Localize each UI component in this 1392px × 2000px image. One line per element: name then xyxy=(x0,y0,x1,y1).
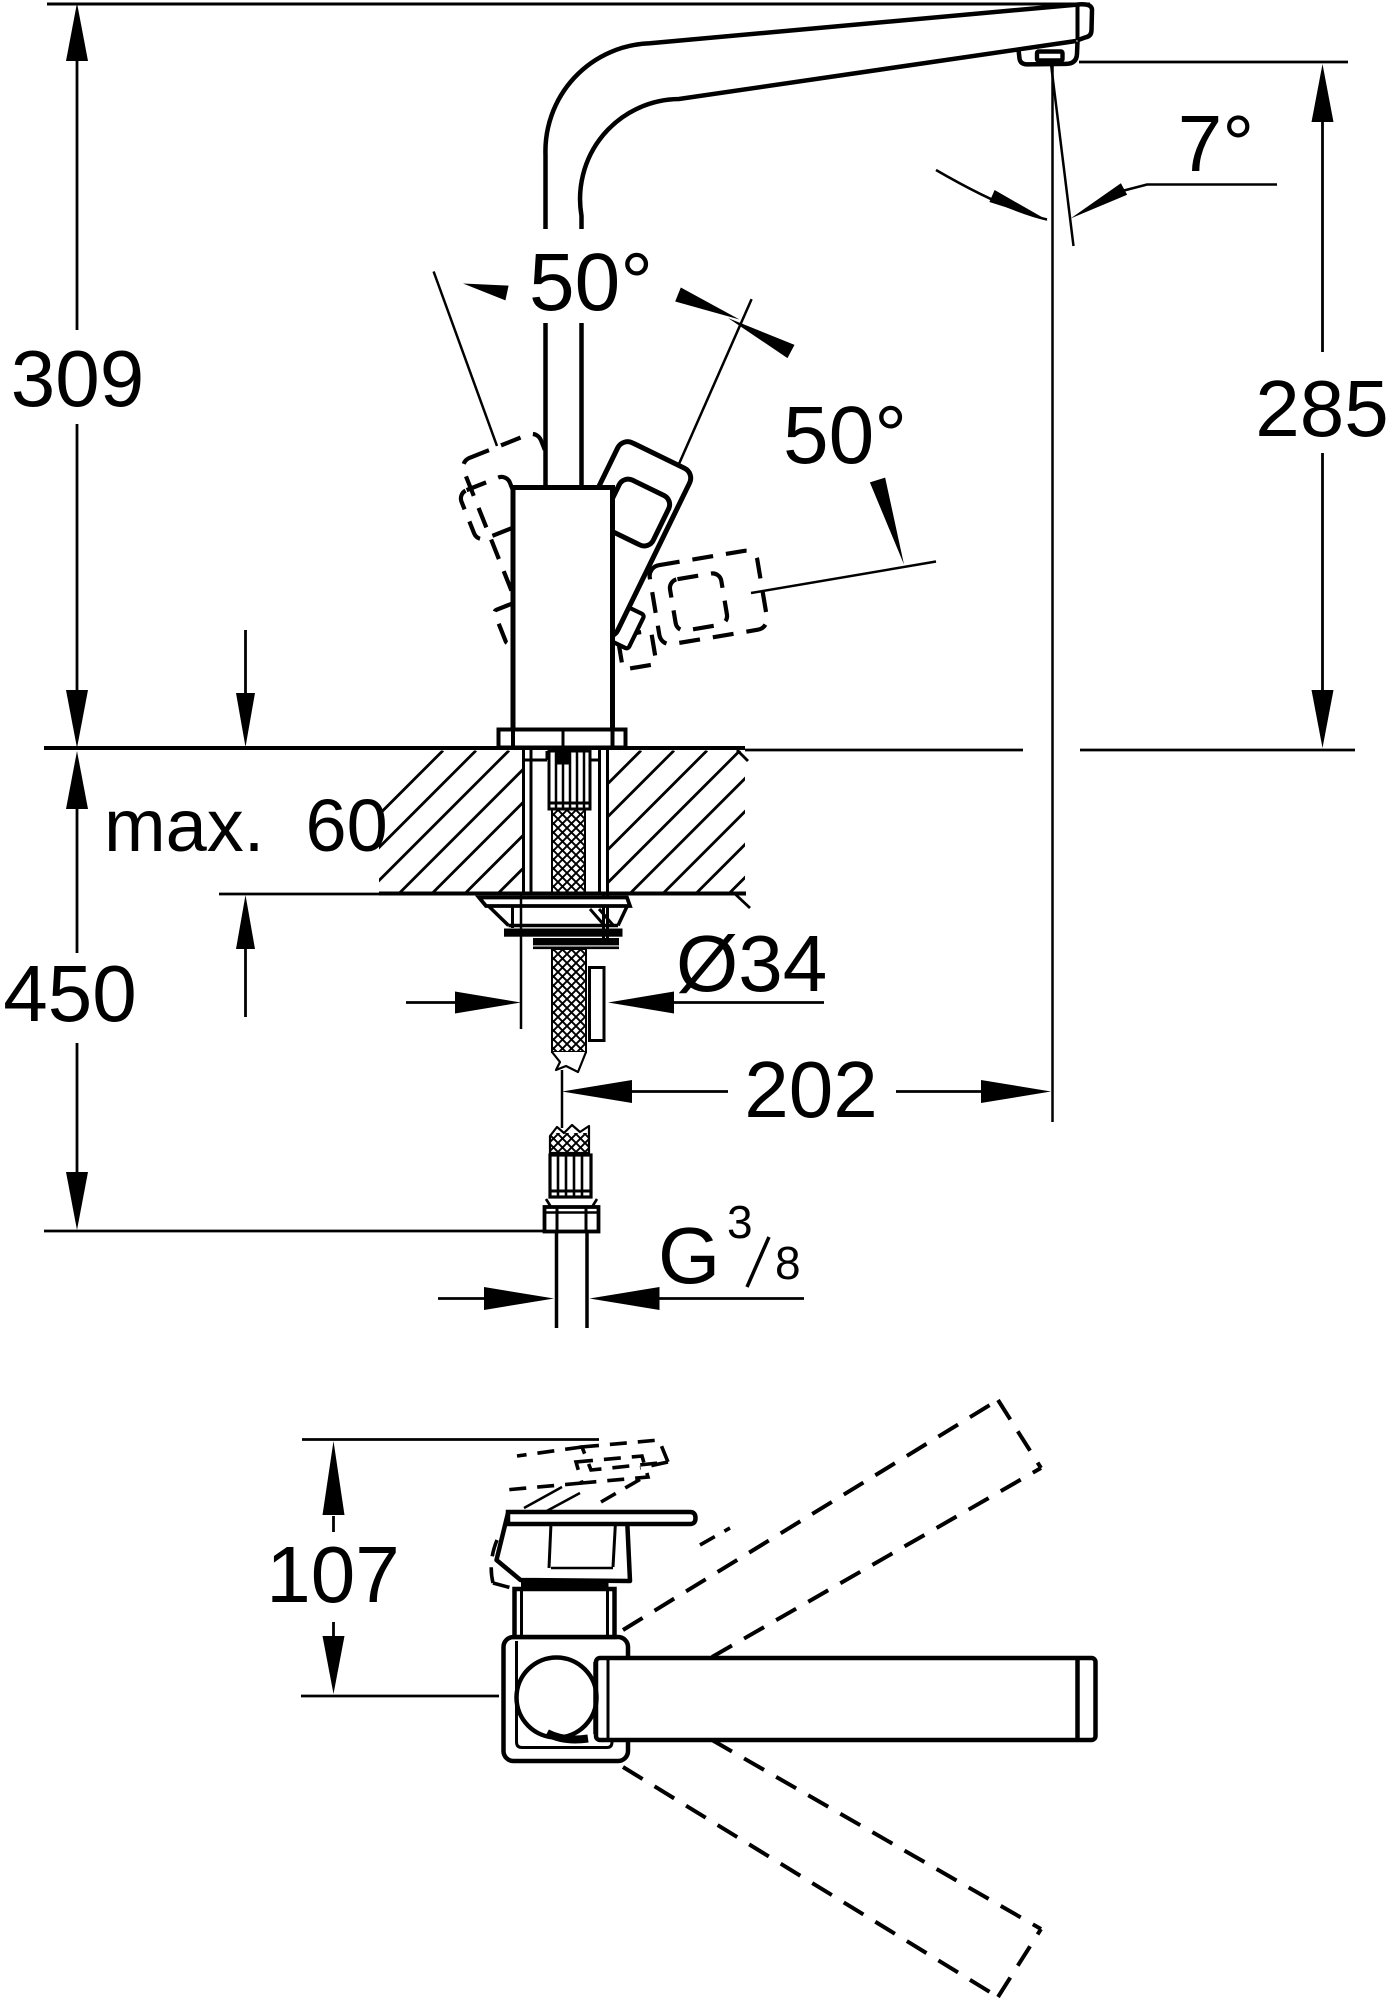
svg-text:7°: 7° xyxy=(1178,99,1254,188)
svg-text:50°: 50° xyxy=(529,237,653,328)
svg-text:285: 285 xyxy=(1255,364,1388,453)
svg-text:107: 107 xyxy=(266,1530,399,1619)
svg-text:202: 202 xyxy=(744,1045,877,1134)
svg-text:Ø34: Ø34 xyxy=(676,919,827,1008)
svg-text:G: G xyxy=(658,1211,720,1300)
svg-text:50°: 50° xyxy=(783,390,907,481)
svg-text:309: 309 xyxy=(11,334,144,423)
svg-text:8: 8 xyxy=(775,1237,801,1289)
svg-text:450: 450 xyxy=(3,949,136,1038)
svg-text:3: 3 xyxy=(727,1196,753,1248)
svg-text:max. 60: max. 60 xyxy=(104,784,388,867)
